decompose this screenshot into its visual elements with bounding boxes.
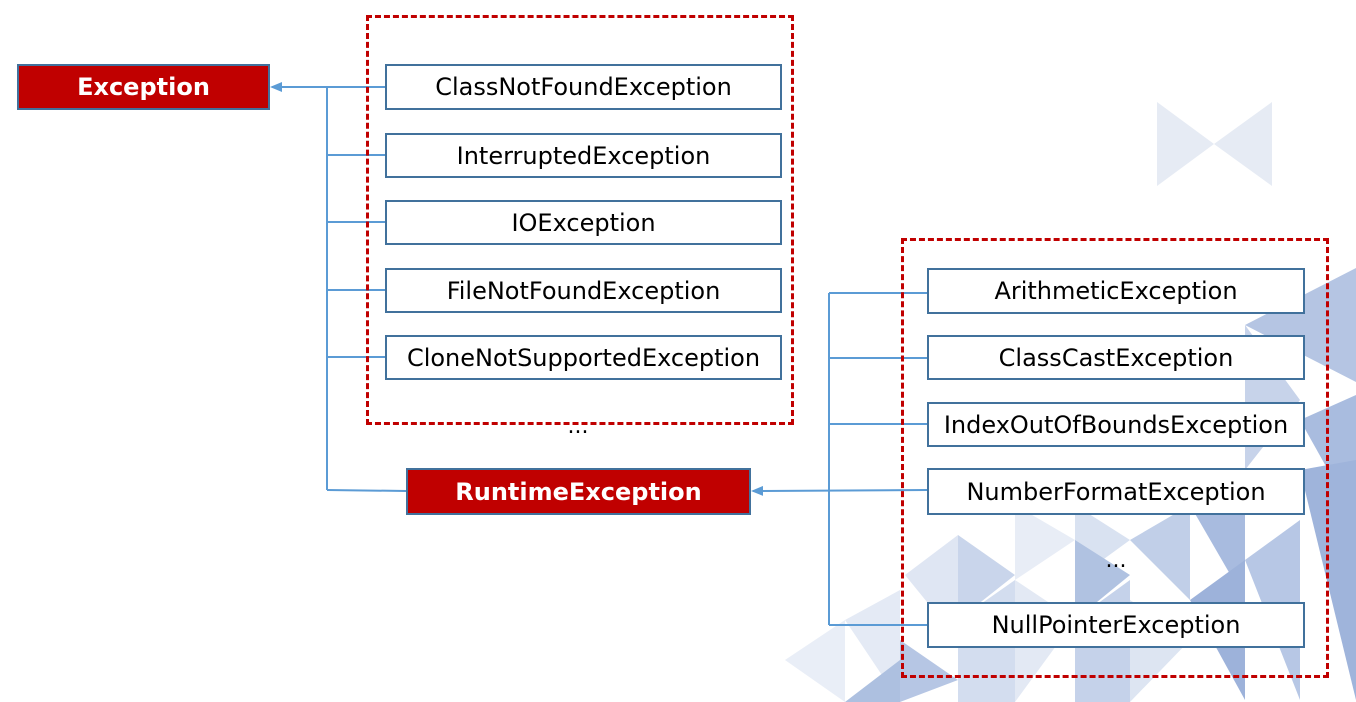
null-pointer-exception-node: NullPointerException <box>927 602 1305 648</box>
file-not-found-exception-node: FileNotFoundException <box>385 268 782 313</box>
checked-exceptions-group <box>366 15 794 425</box>
interrupted-exception-node: InterruptedException <box>385 133 782 178</box>
class-cast-exception-node: ClassCastException <box>927 335 1305 380</box>
number-format-exception-node: NumberFormatException <box>927 468 1305 515</box>
bowtie-decoration <box>1157 102 1272 186</box>
io-exception-node: IOException <box>385 200 782 245</box>
index-out-of-bounds-exception-node: IndexOutOfBoundsException <box>927 402 1305 447</box>
clone-not-supported-exception-node: CloneNotSupportedException <box>385 335 782 380</box>
runtime-exceptions-group <box>901 238 1329 678</box>
checked-exceptions-ellipsis: ... <box>567 414 589 439</box>
arrow-to-runtime <box>751 485 928 496</box>
runtime-exception-node: RuntimeException <box>406 468 751 515</box>
arithmetic-exception-node: ArithmeticException <box>927 268 1305 314</box>
runtime-exceptions-ellipsis: ... <box>1105 548 1127 573</box>
class-not-found-exception-node: ClassNotFoundException <box>385 64 782 110</box>
exception-node: Exception <box>17 64 270 110</box>
branch-runtime <box>326 489 407 492</box>
